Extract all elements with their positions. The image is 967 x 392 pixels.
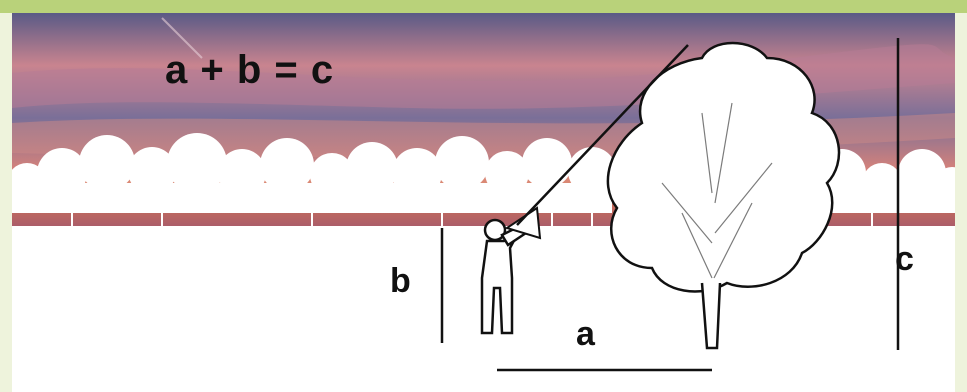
large-tree <box>606 41 841 350</box>
right-margin <box>955 13 967 392</box>
formula-label: a + b = c <box>165 48 335 92</box>
scene-graphic <box>12 13 955 392</box>
observer-person <box>480 218 528 335</box>
label-b: b <box>390 262 411 300</box>
tree-branches <box>661 102 773 279</box>
background-treeline <box>12 133 955 213</box>
top-accent-bar <box>0 0 967 13</box>
left-margin <box>0 13 12 392</box>
sight-line <box>516 44 689 226</box>
contrail <box>161 17 203 59</box>
tree-trunks-distant <box>71 203 873 228</box>
label-a: a <box>576 315 595 353</box>
label-c: c <box>895 240 914 278</box>
tree-height-illustration <box>12 13 955 392</box>
